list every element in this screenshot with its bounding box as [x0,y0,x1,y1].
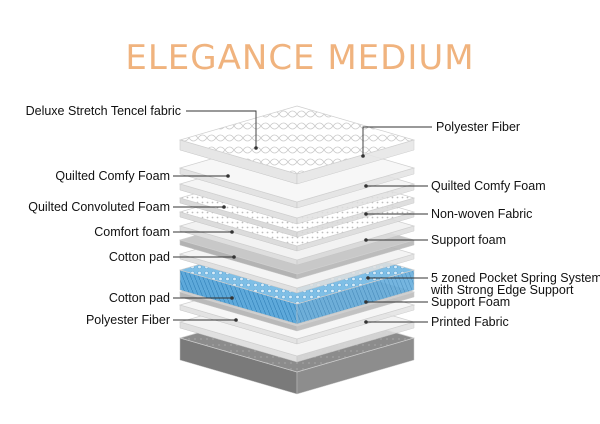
leader-quilted-comfy-left [173,174,230,178]
label-support-foam-upper: Support foam [431,233,507,247]
label-comfort-foam: Comfort foam [94,225,170,239]
label-deluxe-stretch-tencel-fabric: Deluxe Stretch Tencel fabric [25,104,181,118]
label-pocket-spring-system: 5 zoned Pocket Spring System [431,271,600,285]
label-polyester-fiber-left: Polyester Fiber [85,313,170,327]
label-strong-edge-support: with Strong Edge Support [431,283,574,297]
leader-polyester-right [361,126,432,158]
page-title: ELEGANCE MEDIUM [125,38,475,78]
leader-cotton-pad-upper [173,255,236,259]
leader-polyester-left [173,318,238,322]
leader-cotton-pad-lower [173,296,234,300]
leader-springs [366,276,428,280]
leader-tencel [186,110,258,150]
label-quilted-comfy-foam-right: Quilted Comfy Foam [431,179,546,193]
leader-comfort-foam [173,230,234,234]
label-cotton-pad-lower: Cotton pad [108,291,170,305]
leader-non-woven [364,212,428,216]
label-support-foam-lower: Support Foam [431,295,511,309]
label-polyester-fiber-right: Polyester Fiber [436,120,521,134]
leader-quilted-comfy-right [364,184,428,188]
leader-support-foam-lower [364,300,428,304]
label-cotton-pad-upper: Cotton pad [108,250,170,264]
mattress-layers [178,105,416,395]
label-printed-fabric: Printed Fabric [431,315,509,329]
leader-convoluted [173,205,226,209]
label-quilted-comfy-foam-left: Quilted Comfy Foam [55,169,170,183]
label-non-woven-fabric: Non-woven Fabric [431,207,533,221]
label-quilted-convoluted-foam: Quilted Convoluted Foam [28,200,170,214]
layer-tencel-top [178,105,416,185]
leader-lines [173,110,432,324]
leader-support-foam [364,238,428,242]
leader-printed-fabric [364,320,428,324]
